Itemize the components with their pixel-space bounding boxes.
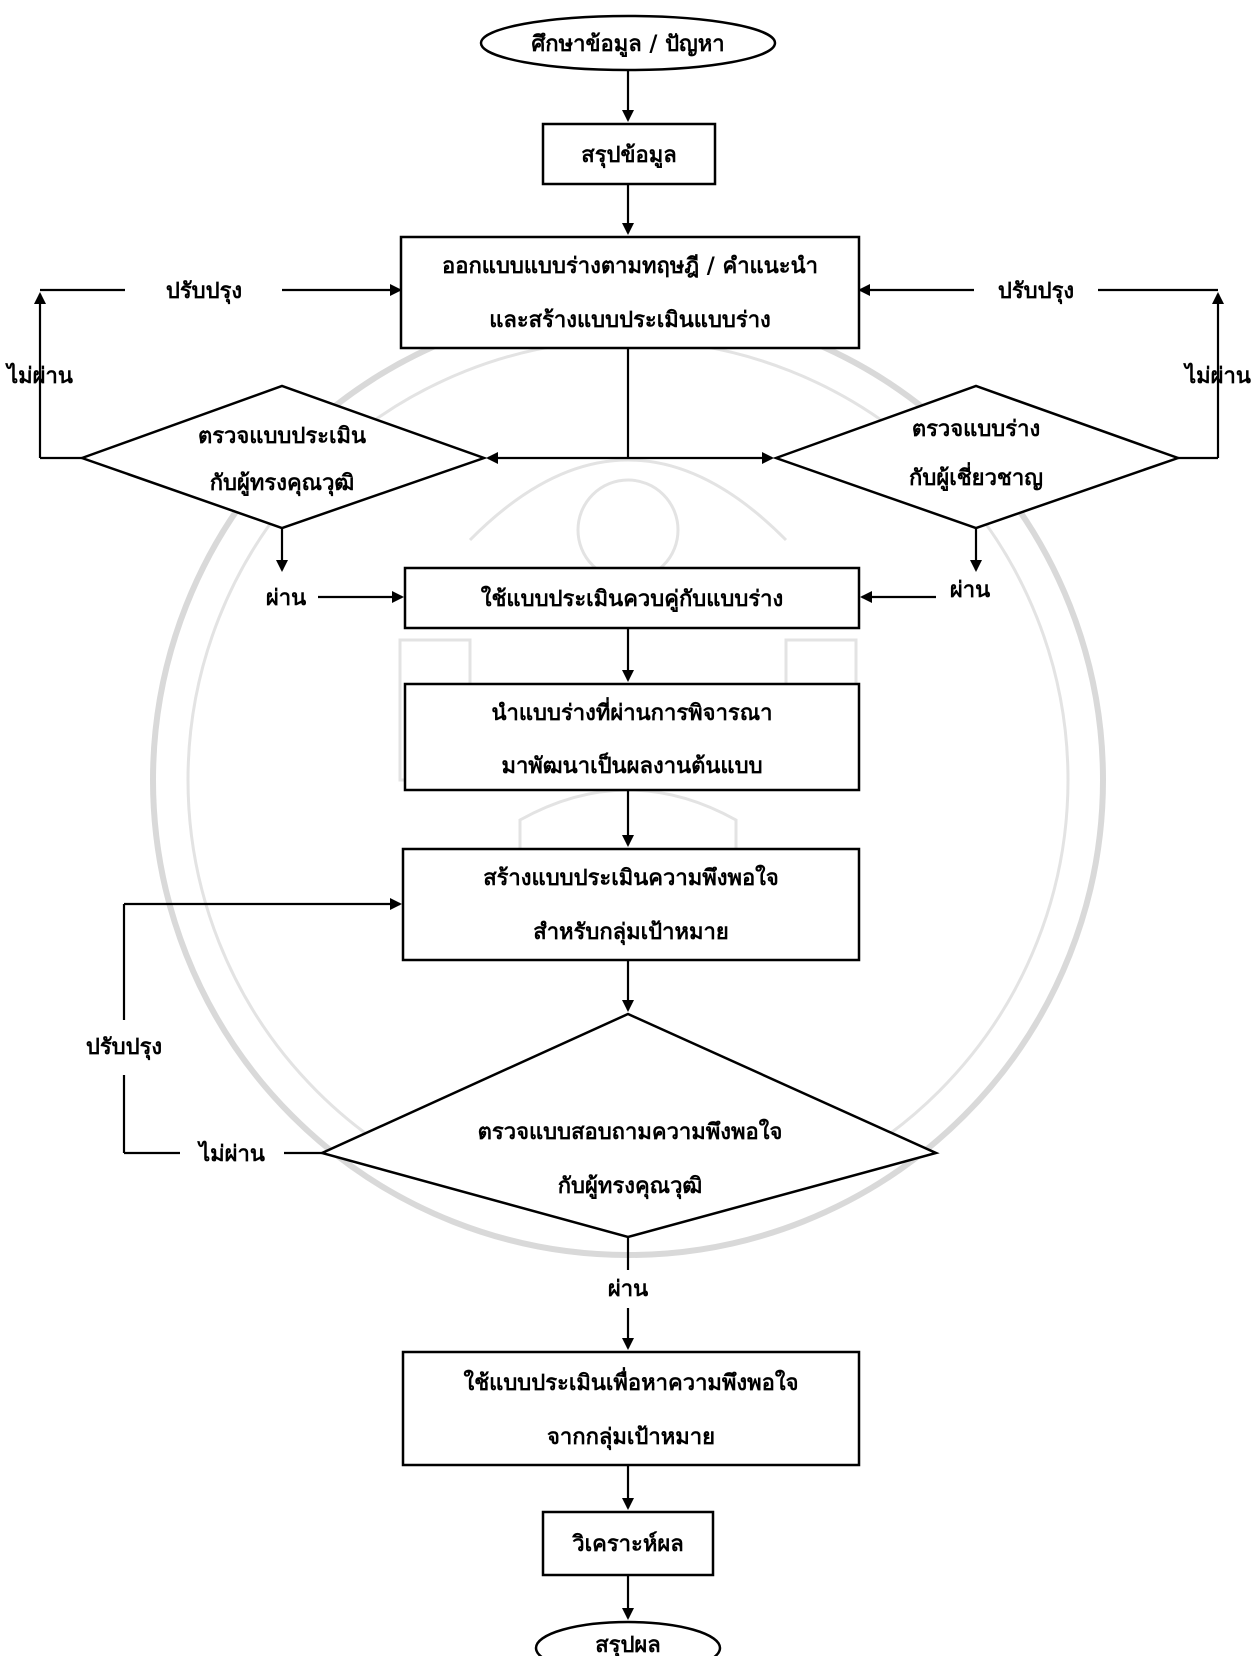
edge-label-improve-left: ปรับปรุง [166, 278, 242, 305]
node-design-draft-line2: และสร้างแบบประเมินแบบร่าง [489, 307, 771, 333]
node-design-draft-line1: ออกแบบแบบร่างตามทฤษฎี / คำแนะนำ [442, 253, 818, 279]
node-summarize-data-label: สรุปข้อมูล [581, 142, 676, 169]
connectors [34, 70, 1224, 1620]
node-use-satisfaction-line2: จากกลุ่มเป้าหมาย [547, 1424, 715, 1451]
edge-labels: ปรับปรุง ปรับปรุง ไม่ผ่าน ไม่ผ่าน ผ่าน ผ… [5, 278, 1251, 1302]
node-check-draft: ตรวจแบบร่าง กับผู้เชี่ยวชาญ [772, 384, 1182, 530]
node-use-satisfaction-line1: ใช้แบบประเมินเพื่อหาความพึงพอใจ [463, 1366, 798, 1396]
node-start-label: ศึกษาข้อมูล / ปัญหา [531, 31, 724, 58]
node-check-evaluation-line1: ตรวจแบบประเมิน [198, 423, 366, 449]
edge-label-pass-bottom: ผ่าน [608, 1276, 648, 1302]
edge-label-improve-right: ปรับปรุง [998, 278, 1074, 305]
node-analyze: วิเคราะห์ผล [541, 1510, 715, 1577]
edge-label-fail-right: ไม่ผ่าน [1183, 362, 1251, 389]
edge-label-improve-bottom: ปรับปรุง [86, 1034, 162, 1061]
node-check-draft-line1: ตรวจแบบร่าง [912, 416, 1040, 442]
node-summarize-data: สรุปข้อมูล [541, 122, 717, 186]
node-use-evaluation: ใช้แบบประเมินควบคู่กับแบบร่าง [403, 566, 861, 630]
node-create-satisfaction: สร้างแบบประเมินความพึงพอใจ สำหรับกลุ่มเป… [401, 847, 861, 962]
node-develop-prototype-line1: นำแบบร่างที่ผ่านการพิจารณา [491, 696, 772, 726]
node-end-label: สรุปผล [595, 1632, 661, 1656]
node-develop-prototype-line2: มาพัฒนาเป็นผลงานต้นแบบ [501, 751, 762, 779]
edge-label-pass-left: ผ่าน [266, 585, 306, 611]
node-use-satisfaction: ใช้แบบประเมินเพื่อหาความพึงพอใจ จากกลุ่ม… [401, 1350, 861, 1467]
node-design-draft: ออกแบบแบบร่างตามทฤษฎี / คำแนะนำ และสร้าง… [399, 235, 861, 350]
node-create-satisfaction-line2: สำหรับกลุ่มเป้าหมาย [533, 919, 728, 946]
node-check-evaluation: ตรวจแบบประเมิน กับผู้ทรงคุณวุฒิ [78, 384, 488, 530]
edge-label-fail-bottom: ไม่ผ่าน [197, 1140, 265, 1167]
edge-label-pass-right: ผ่าน [950, 577, 990, 603]
node-check-evaluation-line2: กับผู้ทรงคุณวุฒิ [210, 470, 355, 497]
node-check-survey-line1: ตรวจแบบสอบถามความพึงพอใจ [478, 1118, 783, 1145]
edge-label-fail-left: ไม่ผ่าน [5, 362, 73, 389]
node-check-survey-line2: กับผู้ทรงคุณวุฒิ [558, 1173, 703, 1200]
node-check-survey: ตรวจแบบสอบถามความพึงพอใจ กับผู้ทรงคุณวุฒ… [318, 1012, 940, 1239]
node-create-satisfaction-line1: สร้างแบบประเมินความพึงพอใจ [483, 864, 779, 891]
node-develop-prototype: นำแบบร่างที่ผ่านการพิจารณา มาพัฒนาเป็นผล… [403, 682, 861, 792]
node-check-draft-line2: กับผู้เชี่ยวชาญ [909, 461, 1043, 492]
node-start: ศึกษาข้อมูล / ปัญหา [479, 14, 777, 72]
node-analyze-label: วิเคราะห์ผล [572, 1531, 684, 1557]
node-end: สรุปผล [534, 1620, 722, 1656]
node-use-evaluation-label: ใช้แบบประเมินควบคู่กับแบบร่าง [481, 585, 784, 613]
